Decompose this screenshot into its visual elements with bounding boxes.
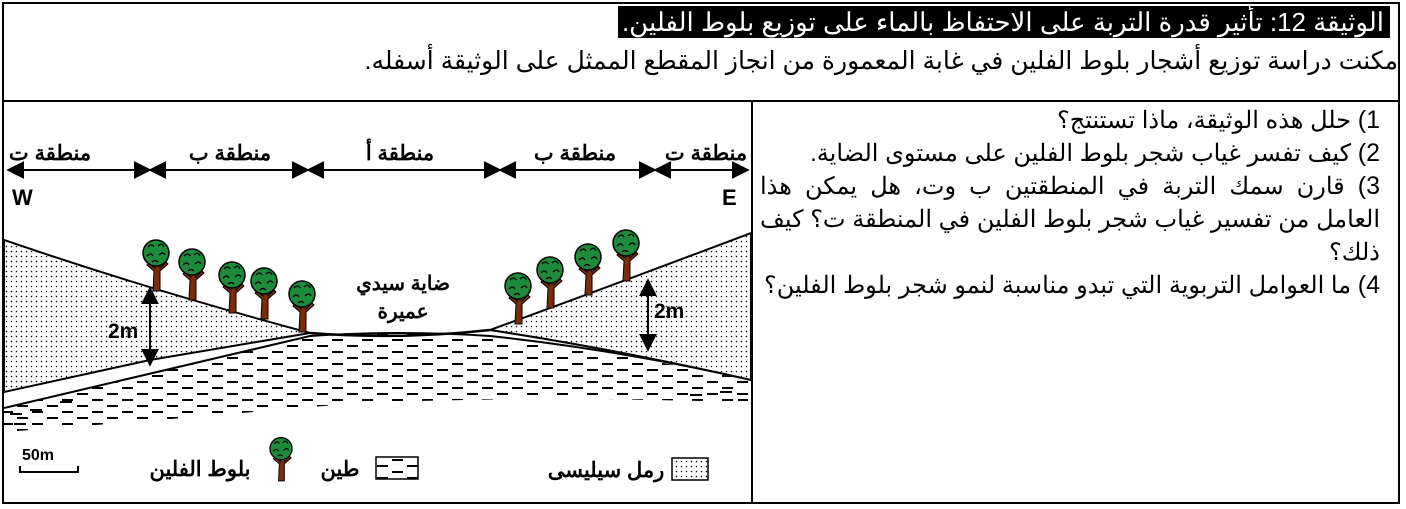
thickness-label-right: 2m [654,300,684,323]
pond-label-line2: عميرة [377,301,428,324]
legend-clay-label: طين [320,458,359,482]
cork-oak-tree-icon [574,243,602,296]
cork-oak-tree-icon [178,248,206,301]
west-label: W [12,185,33,210]
question-4: 4) ما العوامل التربوية التي تبدو مناسبة … [763,271,1380,299]
zone-label-b-west: منطقة ب [189,142,271,165]
zone-label-b-east: منطقة ب [534,142,616,165]
cork-oak-tree-icon [288,280,316,333]
question-1: 1) حلل هذه الوثيقة، ماذا تستنتج؟ [1057,106,1380,134]
thickness-label-left: 2m [108,320,138,343]
legend-cork-oak-label: بلوط الفلين [149,458,250,482]
cork-oak-tree-icon [142,239,170,292]
zone-label-t-east: منطقة ت [665,142,747,165]
question-2: 2) كيف تفسر غياب شجر بلوط الفلين على مست… [810,139,1380,167]
cork-oak-tree-icon [218,261,246,314]
questions-list: 1) حلل هذه الوثيقة، ماذا تستنتج؟ 2) كيف … [760,104,1380,302]
document-title: الوثيقة 12: تأثير قدرة التربة على الاحتف… [617,6,1390,38]
question-3: 3) قارن سمك التربة في المنطقتين ب وت، هل… [760,172,1381,266]
east-label: E [722,185,737,210]
cork-oak-tree-icon [250,267,278,320]
horizontal-divider [2,100,1400,102]
zone-label-a: منطقة أ [366,138,434,165]
clay-marks [10,391,748,425]
cork-oak-tree-icon [536,256,564,309]
cork-oak-tree-icon [612,229,640,282]
legend-sand-swatch [671,457,709,481]
intro-text: مكنت دراسة توزيع أشجار بلوط الفلين في غا… [364,47,1399,75]
scale-label: 50m [22,447,54,464]
pond-label-line1: ضاية سيدي [356,273,450,296]
soil-cross-section-diagram: منطقة ت منطقة ب منطقة أ منطقة ب منطقة ت … [4,138,751,500]
vertical-divider [751,100,753,504]
zone-label-t-west: منطقة ت [9,142,91,165]
scale-bar [19,466,79,473]
lower-boundary [4,332,751,409]
legend-clay-swatch [375,456,419,480]
legend-sand-label: رمل سيليسى [548,459,665,483]
